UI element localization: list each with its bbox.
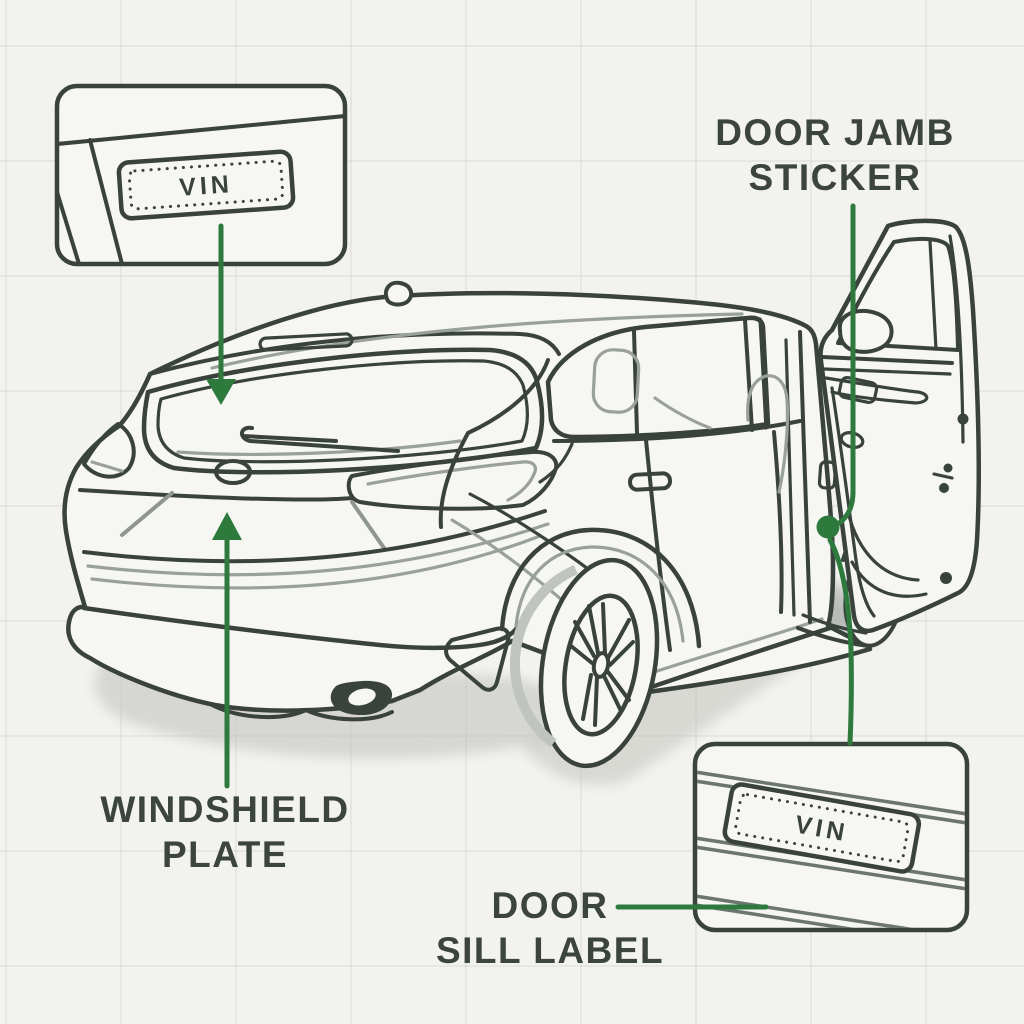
- rear-window-inner: [156, 359, 529, 464]
- rear-window-reflection: [176, 439, 462, 456]
- door-sill-line1: DOOR: [491, 885, 609, 926]
- hatch-side-seam: [438, 358, 550, 529]
- door-window: [836, 236, 960, 352]
- door-sill-inset: VIN: [692, 741, 970, 933]
- bumper-shoulder-soft2: [90, 534, 542, 590]
- rear-seatback: [653, 396, 712, 430]
- vin-text-windshield: VIN: [178, 170, 234, 202]
- annotations: [206, 203, 856, 910]
- windshield-plate-label: WINDSHIELD PLATE: [55, 787, 395, 877]
- wheel-arch-soft: [514, 545, 685, 643]
- jamb-sill-step: [796, 626, 870, 648]
- side-windows: [545, 315, 771, 440]
- front-seat-edge: [746, 374, 790, 494]
- door-sill-connector: [827, 537, 854, 746]
- door-jamb: [746, 330, 870, 648]
- windshield-vin-plate: VIN: [116, 149, 296, 221]
- window-divider: [632, 329, 639, 435]
- door-jamb-connector: [816, 203, 856, 539]
- belt-line: [552, 419, 802, 443]
- rear-window: [141, 347, 545, 475]
- door-sill-line2: SILL LABEL: [435, 930, 665, 971]
- rear-wiper-blade: [241, 434, 338, 443]
- door-belt-line-2: [822, 367, 952, 376]
- door-panel-contour: [830, 386, 876, 618]
- door-jamb-dot: [816, 515, 840, 539]
- door-jamb-sticker-label: DOOR JAMB STICKER: [665, 110, 1005, 200]
- rear-window-arrow: [206, 223, 236, 405]
- windshield-plate-arrow: [212, 512, 242, 789]
- hinge-bolt-2: [943, 463, 953, 473]
- wheel-spokes: [569, 602, 635, 727]
- bumper-diffuser: [210, 703, 394, 722]
- hinge-bolt-1: [957, 413, 969, 425]
- wheel-arch: [499, 527, 702, 649]
- windshield-inset: VIN: [54, 83, 348, 267]
- bumper-vent: [444, 626, 511, 692]
- taillight-left: [82, 422, 136, 479]
- windshield-edge-line: [59, 114, 343, 146]
- door-belt-line: [820, 355, 954, 365]
- rear-headrest: [591, 348, 641, 414]
- sill-line-soft: [640, 617, 824, 678]
- door-jamb-sticker-line1: DOOR JAMB: [715, 112, 955, 153]
- taillight-right: [346, 449, 559, 511]
- hinge-bolt-4: [940, 572, 952, 584]
- door-mirror-icon: [837, 308, 894, 354]
- front-door-opening-edge: [772, 430, 784, 614]
- car-body: [62, 290, 873, 713]
- door-pocket: [846, 510, 928, 598]
- car-illustration: [62, 218, 982, 769]
- b-pillar-soft: [758, 317, 768, 430]
- hinge-bolt-3: [939, 483, 949, 493]
- a-pillar-line-2: [59, 190, 81, 262]
- open-door: [818, 218, 982, 634]
- taillight-wrap-line: [538, 442, 574, 484]
- door-sill-label: DOOR SILL LABEL: [378, 883, 722, 973]
- taillight-left-accent: [90, 460, 124, 473]
- windshield-plate-line1: WINDSHIELD: [100, 789, 350, 830]
- window-switch-panel: [837, 375, 879, 405]
- antenna-icon: [383, 280, 414, 307]
- taillight-right-accent: [366, 460, 537, 502]
- door-jamb-sticker-line2: STICKER: [748, 157, 922, 198]
- a-pillar-line-1: [88, 138, 124, 262]
- roof-drip-rail: [210, 312, 744, 370]
- hinge-tick: [932, 472, 954, 480]
- windshield-plate-line2: PLATE: [161, 834, 289, 875]
- exhaust-opening: [348, 688, 376, 706]
- door-edge-inner: [948, 234, 965, 444]
- license-crease-right: [350, 500, 386, 550]
- bumper-shoulder: [82, 509, 547, 564]
- rear-wheel: [499, 527, 702, 769]
- door-armrest: [824, 376, 929, 405]
- door-sill-vin-plate: VIN: [722, 782, 922, 874]
- tailgate-emblem: [214, 459, 252, 485]
- b-pillar: [743, 318, 754, 432]
- tailgate-seam: [78, 488, 354, 502]
- license-crease-left: [120, 491, 174, 537]
- bumper-top-edge: [81, 605, 519, 651]
- door-window-divider: [928, 239, 938, 351]
- jamb-sill-step-soft: [801, 613, 868, 635]
- brake-light-bar: [258, 332, 354, 352]
